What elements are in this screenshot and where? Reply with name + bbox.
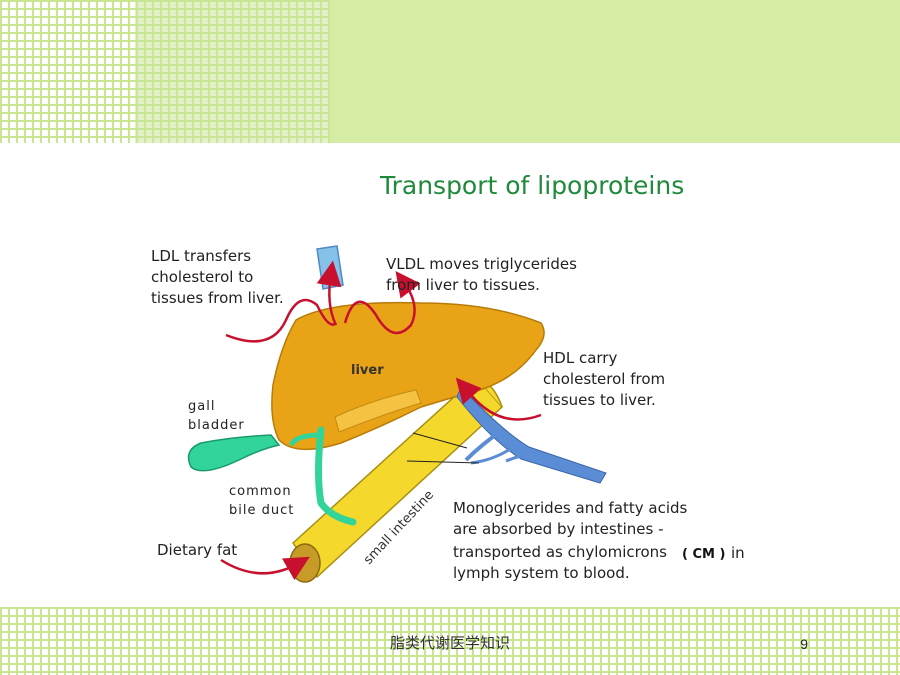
- cm-label: ( CM ): [682, 547, 725, 562]
- liver-shape: [271, 301, 545, 451]
- dietary-fat-arrow: [220, 556, 310, 581]
- ldl-arrow: [316, 260, 342, 326]
- diagram-figure: Transport of lipoproteins LDL transfers …: [121, 145, 749, 595]
- lipoprotein-transport-diagram: Transport of lipoproteins LDL transfers …: [151, 171, 745, 583]
- vldl-arrow-left: [225, 298, 337, 343]
- blood-vessels: [456, 386, 607, 484]
- vldl-label: VLDL moves triglycerides from liver to t…: [386, 255, 582, 294]
- page-number: 9: [800, 636, 808, 652]
- gall-bladder-label: gall bladder: [188, 399, 245, 433]
- dietary-fat-label: Dietary fat: [157, 541, 237, 559]
- absorption-label: Monoglycerides and fatty acids are absor…: [453, 499, 692, 582]
- liver-bile-channel: [334, 389, 422, 433]
- common-bile-duct-shape: [315, 426, 357, 526]
- bottom-grid-decoration: [0, 607, 900, 675]
- intestine-opening: [289, 543, 321, 583]
- cm-suffix-label: in: [731, 544, 745, 562]
- footer-caption: 脂类代谢医学知识: [389, 634, 510, 652]
- hdl-arrow: [455, 377, 542, 421]
- vldl-arrow-right: [343, 270, 421, 335]
- gall-bladder-shape: [187, 434, 281, 472]
- ldl-label: LDL transfers cholesterol to tissues fro…: [151, 247, 284, 307]
- diagram-title: Transport of lipoproteins: [379, 171, 684, 200]
- top-block-decoration: [135, 0, 330, 143]
- hdl-label: HDL carry cholesterol from tissues to li…: [543, 349, 670, 409]
- liver-label: liver: [351, 363, 384, 378]
- common-bile-duct-label: common bile duct: [229, 484, 297, 518]
- top-band-decoration: [330, 0, 900, 143]
